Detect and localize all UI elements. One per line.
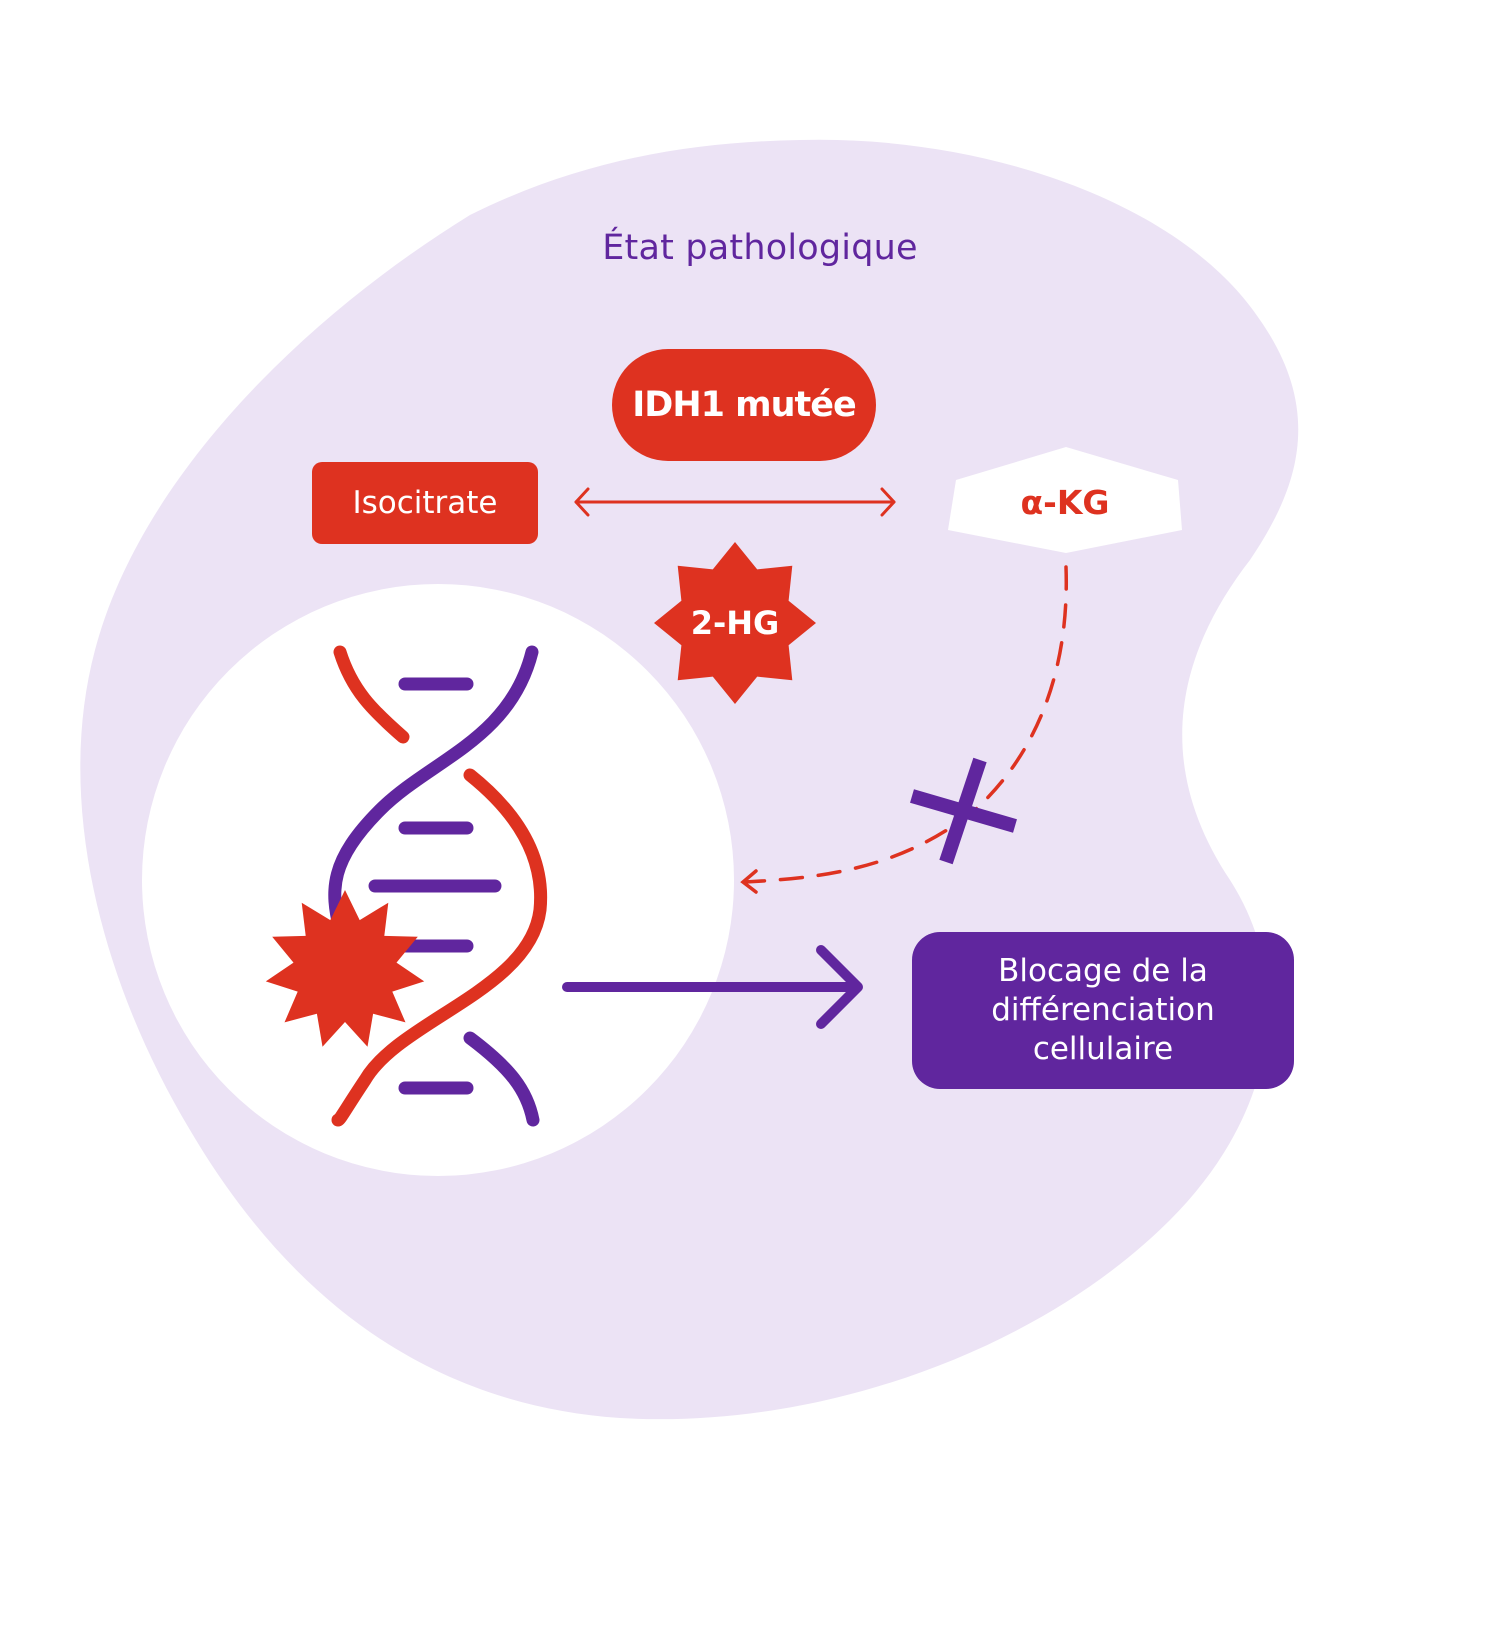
diagram-title: État pathologique [602, 228, 918, 268]
dna-strand-red-top [333, 645, 410, 744]
product-hexagon [948, 447, 1182, 553]
outcome-arrow-icon [562, 945, 863, 1029]
outcome-line: cellulaire [1032, 1031, 1174, 1067]
outcome-box: Blocage de la différenciation cellulaire [912, 932, 1294, 1089]
substrate-box-isocitrate: Isocitrate [312, 462, 538, 544]
dna-strand-purple-bottom [463, 1031, 540, 1127]
mutation-star-icon [265, 890, 425, 1047]
oncometabolite-label-2hg: 2-HG [690, 604, 780, 642]
enzyme-pill-idh1: IDH1 mutée [612, 349, 876, 461]
dna-strand-purple-upper [328, 645, 539, 937]
oncometabolite-star-badge [654, 542, 816, 704]
outcome-line: Blocage de la [998, 953, 1208, 989]
dna-helix-icon [328, 645, 548, 1127]
dna-strand-red-middle [331, 768, 548, 1127]
block-cross-icon [910, 757, 1017, 865]
product-label-akg: α-KG [1020, 482, 1110, 522]
reversible-reaction-arrow-icon [574, 487, 896, 517]
outcome-line: différenciation [991, 992, 1215, 1028]
